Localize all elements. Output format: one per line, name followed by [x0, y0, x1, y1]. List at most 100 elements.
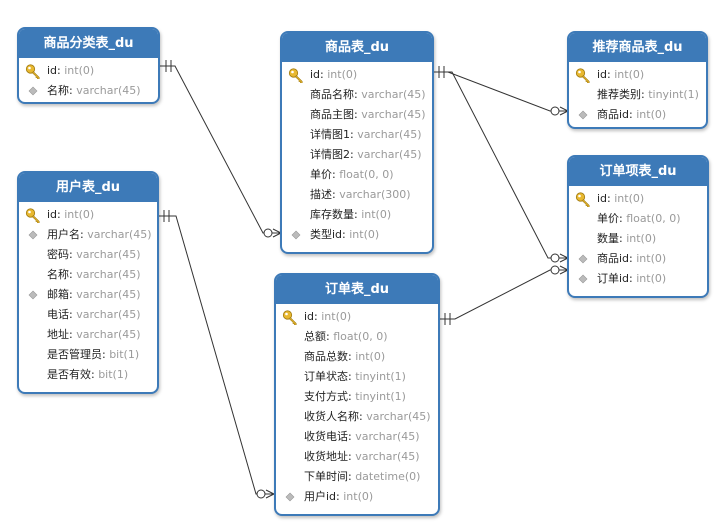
field-row[interactable]: 收货电话: varchar(45): [276, 427, 438, 447]
table-recommend[interactable]: 推荐商品表_du id: int(0)推荐类别: tinyint(1)商品id:…: [567, 31, 708, 129]
field-separator: :: [354, 208, 362, 221]
field-type: int(0): [64, 64, 95, 77]
field-row[interactable]: 描述: varchar(300): [282, 185, 432, 205]
field-separator: :: [102, 348, 110, 361]
key-icon: [25, 207, 41, 224]
diamond-icon: [25, 227, 41, 243]
field-name: 详情图2: [310, 148, 350, 161]
field-row[interactable]: 商品id: int(0): [569, 249, 707, 269]
field-separator: :: [69, 248, 77, 261]
field-row[interactable]: 总额: float(0, 0): [276, 327, 438, 347]
field-name: 单价: [597, 212, 619, 225]
field-row[interactable]: 订单状态: tinyint(1): [276, 367, 438, 387]
field-type: varchar(45): [76, 268, 141, 281]
field-type: float(0, 0): [339, 168, 394, 181]
field-type: int(0): [614, 68, 645, 81]
field-row[interactable]: id: int(0): [569, 189, 707, 209]
field-row[interactable]: 地址: varchar(45): [19, 325, 157, 345]
field-name: 库存数量: [310, 208, 354, 221]
field-name: id: [597, 68, 608, 81]
field-name: 电话: [47, 308, 69, 321]
field-row[interactable]: 详情图2: varchar(45): [282, 145, 432, 165]
field-type: float(0, 0): [333, 330, 388, 343]
field-row[interactable]: 数量: int(0): [569, 229, 707, 249]
field-type: int(0): [321, 310, 352, 323]
field-separator: :: [348, 450, 356, 463]
field-separator: :: [80, 228, 88, 241]
field-row[interactable]: id: int(0): [19, 205, 157, 225]
field-type: varchar(45): [76, 248, 141, 261]
field-name: 收货电话: [304, 430, 348, 443]
field-name: 支付方式: [304, 390, 348, 403]
field-row[interactable]: 下单时间: datetime(0): [276, 467, 438, 487]
table-product[interactable]: 商品表_du id: int(0)商品名称: varchar(45)商品主图: …: [280, 31, 434, 254]
field-list: id: int(0)单价: float(0, 0)数量: int(0)商品id:…: [569, 186, 707, 289]
field-row[interactable]: 密码: varchar(45): [19, 245, 157, 265]
field-row[interactable]: 商品主图: varchar(45): [282, 105, 432, 125]
field-row[interactable]: 库存数量: int(0): [282, 205, 432, 225]
field-row[interactable]: id: int(0): [569, 65, 706, 85]
field-row[interactable]: id: int(0): [282, 65, 432, 85]
field-separator: :: [641, 88, 649, 101]
field-row[interactable]: 商品名称: varchar(45): [282, 85, 432, 105]
field-name: 总额: [304, 330, 326, 343]
field-name: id: [310, 68, 321, 81]
field-row[interactable]: 商品id: int(0): [569, 105, 706, 125]
field-name: 商品id: [597, 252, 630, 265]
field-row[interactable]: 订单id: int(0): [569, 269, 707, 289]
field-type: bit(1): [109, 348, 140, 361]
field-row[interactable]: 是否有效: bit(1): [19, 365, 157, 385]
field-list: id: int(0)用户名: varchar(45)密码: varchar(45…: [19, 202, 157, 385]
field-row[interactable]: id: int(0): [19, 61, 158, 81]
field-type: varchar(45): [355, 450, 420, 463]
field-row[interactable]: 单价: float(0, 0): [282, 165, 432, 185]
field-row[interactable]: 电话: varchar(45): [19, 305, 157, 325]
table-category[interactable]: 商品分类表_du id: int(0)名称: varchar(45): [17, 27, 160, 104]
field-row[interactable]: 收货人名称: varchar(45): [276, 407, 438, 427]
key-icon: [575, 67, 591, 84]
key-icon: [288, 67, 304, 84]
table-title: 用户表_du: [19, 173, 157, 202]
field-name: 订单状态: [304, 370, 348, 383]
field-name: 收货地址: [304, 450, 348, 463]
diamond-icon: [25, 287, 41, 303]
field-name: 推荐类别: [597, 88, 641, 101]
field-separator: :: [57, 64, 65, 77]
field-row[interactable]: 名称: varchar(45): [19, 81, 158, 101]
field-row[interactable]: id: int(0): [276, 307, 438, 327]
field-row[interactable]: 用户名: varchar(45): [19, 225, 157, 245]
field-type: int(0): [64, 208, 95, 221]
field-row[interactable]: 是否管理员: bit(1): [19, 345, 157, 365]
field-row[interactable]: 商品总数: int(0): [276, 347, 438, 367]
many-circle: [550, 265, 560, 275]
field-name: id: [47, 64, 58, 77]
many-circle: [263, 228, 273, 238]
many-circle: [550, 253, 560, 263]
field-row[interactable]: 单价: float(0, 0): [569, 209, 707, 229]
field-row[interactable]: 收货地址: varchar(45): [276, 447, 438, 467]
field-row[interactable]: 详情图1: varchar(45): [282, 125, 432, 145]
field-separator: :: [629, 272, 637, 285]
relation-product-orderitem: [433, 71, 568, 259]
field-name: 商品名称: [310, 88, 354, 101]
field-separator: :: [348, 470, 356, 483]
field-separator: :: [348, 430, 356, 443]
field-separator: :: [607, 68, 615, 81]
field-row[interactable]: 类型id: int(0): [282, 225, 432, 245]
table-user[interactable]: 用户表_du id: int(0)用户名: varchar(45)密码: var…: [17, 171, 159, 394]
one-marker: [165, 60, 172, 72]
field-type: int(0): [355, 350, 386, 363]
field-row[interactable]: 名称: varchar(45): [19, 265, 157, 285]
field-row[interactable]: 邮箱: varchar(45): [19, 285, 157, 305]
field-type: tinyint(1): [648, 88, 699, 101]
field-row[interactable]: 支付方式: tinyint(1): [276, 387, 438, 407]
field-row[interactable]: 推荐类别: tinyint(1): [569, 85, 706, 105]
field-type: varchar(45): [366, 410, 431, 423]
relation-product-recommend: [433, 71, 568, 112]
table-orderitem[interactable]: 订单项表_du id: int(0)单价: float(0, 0)数量: int…: [567, 155, 709, 298]
field-row[interactable]: 用户id: int(0): [276, 487, 438, 507]
field-separator: :: [326, 330, 334, 343]
diamond-icon: [25, 83, 41, 99]
one-marker: [438, 66, 445, 78]
table-order[interactable]: 订单表_du id: int(0)总额: float(0, 0)商品总数: in…: [274, 273, 440, 516]
